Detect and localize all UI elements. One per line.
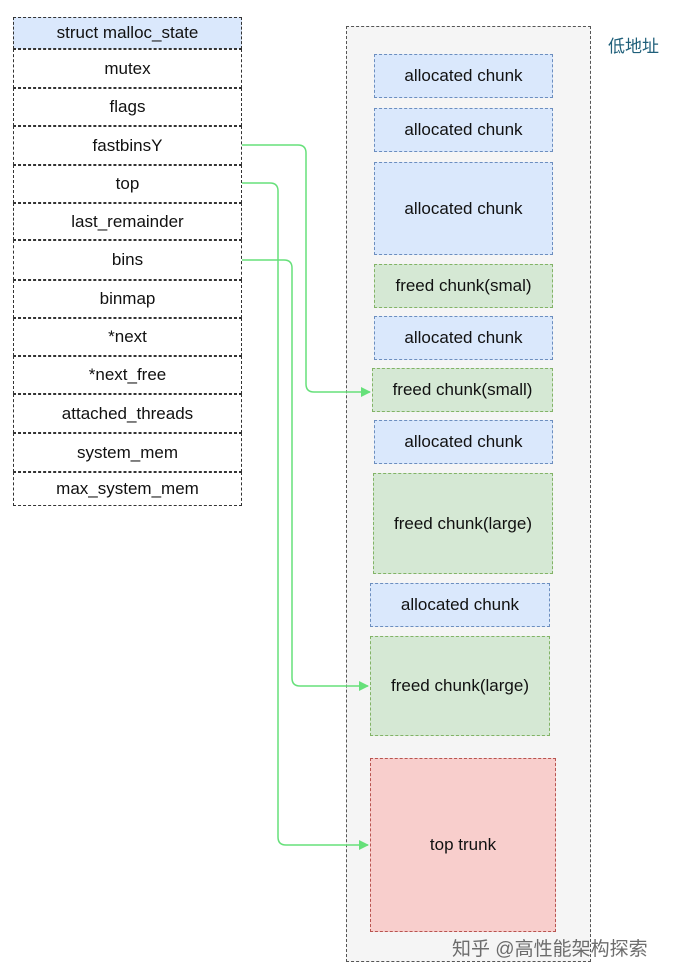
- field-next: *next: [13, 318, 242, 356]
- arrow-top-to-top-trunk: [242, 182, 369, 850]
- arrow-bins-to-freed-large: [242, 259, 369, 691]
- field-max-system-mem: max_system_mem: [13, 472, 242, 506]
- chunk-allocated-4: allocated chunk: [374, 316, 553, 360]
- chunk-allocated-1: allocated chunk: [374, 54, 553, 98]
- field-flags: flags: [13, 88, 242, 126]
- field-fastbinsY: fastbinsY: [13, 126, 242, 165]
- field-top: top: [13, 165, 242, 203]
- field-attached-threads: attached_threads: [13, 394, 242, 433]
- chunk-top-trunk: top trunk: [370, 758, 556, 932]
- field-next-free: *next_free: [13, 356, 242, 394]
- field-last-remainder: last_remainder: [13, 203, 242, 240]
- field-bins: bins: [13, 240, 242, 280]
- chunk-freed-small-1: freed chunk(smal): [374, 264, 553, 308]
- low-address-label: 低地址: [608, 37, 659, 56]
- field-mutex: mutex: [13, 49, 242, 88]
- chunk-freed-large-1: freed chunk(large): [373, 473, 553, 574]
- arrow-fastbinsY-to-freed-small: [242, 144, 371, 397]
- chunk-allocated-6: allocated chunk: [370, 583, 550, 627]
- watermark: 知乎 @高性能架构探索: [452, 939, 648, 960]
- chunk-allocated-5: allocated chunk: [374, 420, 553, 464]
- field-binmap: binmap: [13, 280, 242, 318]
- field-system-mem: system_mem: [13, 433, 242, 472]
- chunk-freed-small-2: freed chunk(small): [372, 368, 553, 412]
- chunk-allocated-2: allocated chunk: [374, 108, 553, 152]
- chunk-allocated-3: allocated chunk: [374, 162, 553, 255]
- chunk-freed-large-2: freed chunk(large): [370, 636, 550, 736]
- struct-title: struct malloc_state: [13, 17, 242, 49]
